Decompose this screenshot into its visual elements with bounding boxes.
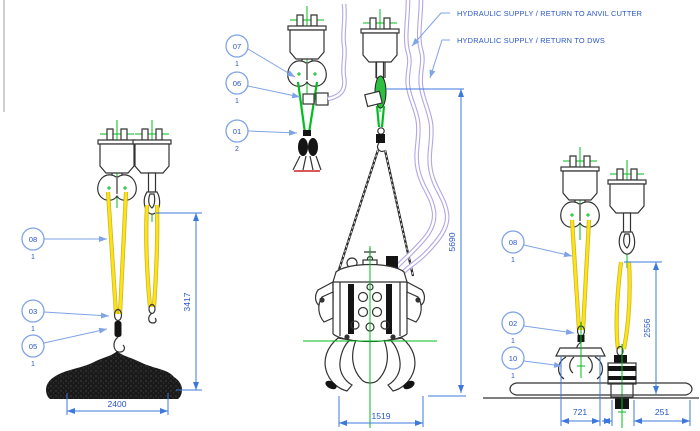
callout-01: 01 2 [225,119,298,153]
center-top-rigging-view [288,6,329,172]
hydraulic-label-anvil-cutter: HYDRAULIC SUPPLY / RETURN TO ANVIL CUTTE… [457,9,642,18]
pipe-grab-tool [555,322,606,380]
green-sling [375,105,386,128]
dim-251-text: 251 [655,407,670,417]
callout-07-id: 07 [233,42,241,51]
yellow-slings [105,191,160,315]
dim-3417-text: 3417 [182,292,192,311]
yellow-slings [569,219,632,350]
callout-05: 05 1 [21,327,108,368]
dimension-center-width: 1519 [338,396,424,427]
grapple-tool [292,130,322,172]
dim-5690-text: 5690 [447,232,457,251]
dimension-right-height: 2556 [624,261,662,394]
dimension-right-offset: 251 [633,400,691,426]
callout-07-qty: 1 [235,61,239,68]
callout-06-qty: 1 [235,98,239,105]
callout-03-qty: 1 [31,326,35,333]
green-slings [296,81,319,134]
callout-07: 07 1 [225,34,296,78]
anvil-cutter-tool [607,344,637,428]
hydraulic-labels: HYDRAULIC SUPPLY / RETURN TO ANVIL CUTTE… [411,9,642,79]
hose-manifold [364,90,383,108]
hook-block [376,127,385,153]
callout-05-id: 05 [29,342,37,351]
callout-01-id: 01 [233,127,241,136]
callout-06: 06 1 [225,71,301,105]
dimension-left-height: 3417 [156,212,202,391]
label-leader-dws [429,39,450,79]
right-rigging-view [483,147,699,428]
load-mound [46,351,182,399]
hydraulic-hoses [327,0,450,276]
crane-block-side-icon [133,129,171,214]
dimension-left-width: 2400 [66,393,169,415]
callout-08-qty: 1 [511,257,515,264]
crane-block-front-icon [98,129,137,200]
callout-08-qty: 1 [31,254,35,261]
callout-08-right: 08 1 [501,230,573,264]
hose-manifold [302,92,329,106]
dimension-right-grab-width: 721 [560,356,613,426]
crane-block-front-icon [561,156,600,227]
dimension-center-height: 5690 [386,88,466,397]
callout-02-qty: 1 [511,338,515,345]
callout-05-qty: 1 [31,361,35,368]
callout-03: 03 1 [21,299,110,333]
callout-10-id: 10 [509,354,517,363]
hydraulic-label-dws: HYDRAULIC SUPPLY / RETURN TO DWS [457,36,605,45]
callout-08-left: 08 1 [21,227,107,261]
shackle-swivel-hook [113,308,125,353]
callout-06-id: 06 [233,79,241,88]
callout-10-qty: 1 [511,373,515,380]
callout-08-id: 08 [29,235,37,244]
pipe [483,382,699,399]
center-main-rigging-view [303,0,450,428]
callout-10: 10 1 [501,346,563,380]
callout-02: 02 1 [501,311,575,345]
left-rigging-view [46,120,182,399]
callout-03-id: 03 [29,307,37,316]
callout-01-qty: 2 [235,146,239,153]
label-leader-anvil [411,12,450,47]
dim-721-text: 721 [573,407,588,417]
side-hook [148,303,157,324]
dim-2400-text: 2400 [107,399,126,409]
callout-02-id: 02 [509,319,517,328]
crane-block-side-icon [608,169,646,254]
dim-2556-text: 2556 [642,318,652,337]
dim-1519-text: 1519 [371,411,390,421]
callout-08-id: 08 [509,238,517,247]
